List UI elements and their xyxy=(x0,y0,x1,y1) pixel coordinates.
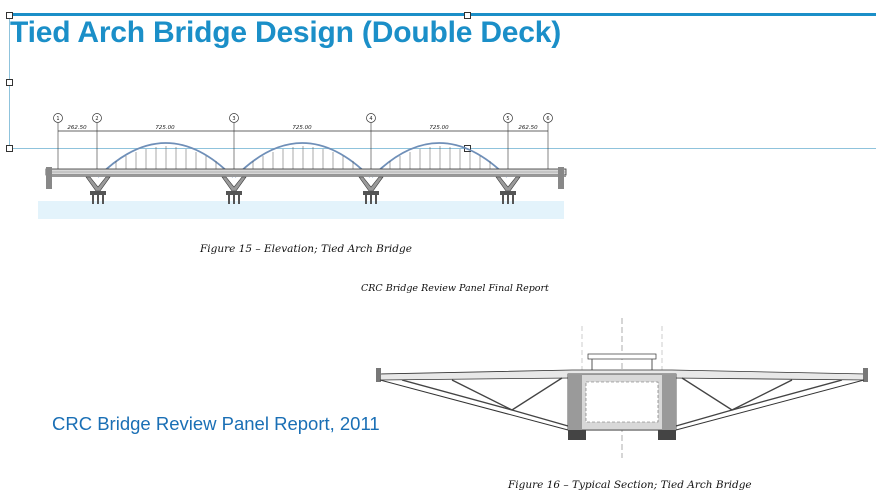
abutment-right xyxy=(558,167,564,189)
pier-label: 2 xyxy=(95,116,98,122)
pier-label: 5 xyxy=(506,116,509,122)
resize-handle-bottom-left[interactable] xyxy=(6,145,13,152)
pier-grid xyxy=(57,123,549,169)
pier-label: 1 xyxy=(56,116,59,122)
pier-marker xyxy=(503,113,513,123)
span-dimension: 725.00 xyxy=(155,125,175,131)
span-dimension: 725.00 xyxy=(292,125,312,131)
pier-marker xyxy=(92,113,102,123)
bridge-elevation-drawing[interactable]: 1 2 3 4 5 6 262.50 725.00 725.00 725.00 … xyxy=(36,105,572,223)
resize-handle-top-left[interactable] xyxy=(6,12,13,19)
pier-marker xyxy=(229,113,239,123)
resize-handle-top-center[interactable] xyxy=(464,12,471,19)
water-area xyxy=(38,201,564,219)
pier-marker xyxy=(53,113,63,123)
v-piers xyxy=(85,176,521,192)
arch-ribs xyxy=(97,142,508,178)
source-credit[interactable]: CRC Bridge Review Panel Report, 2011 xyxy=(52,413,380,434)
abutment-left xyxy=(46,167,52,189)
bridge-typical-section-drawing[interactable] xyxy=(372,318,876,458)
pier-label: 6 xyxy=(546,116,549,122)
span-dimension: 725.00 xyxy=(429,125,449,131)
pier-marker xyxy=(366,113,376,123)
pier-foundations xyxy=(90,191,516,204)
figure-16-caption: Figure 16 – Typical Section; Tied Arch B… xyxy=(508,479,752,491)
pier-marker xyxy=(543,113,553,123)
figure-15-caption: Figure 15 – Elevation; Tied Arch Bridge xyxy=(200,243,412,255)
span-dimension: 262.50 xyxy=(518,125,538,131)
title-accent-rule xyxy=(8,13,876,16)
arch-hangers xyxy=(115,146,491,169)
pier-label: 3 xyxy=(232,116,235,122)
pier-label: 4 xyxy=(369,116,372,122)
diagonal-struts xyxy=(401,377,843,427)
bearings xyxy=(568,430,676,440)
resize-handle-middle-left[interactable] xyxy=(6,79,13,86)
report-header: CRC Bridge Review Panel Final Report xyxy=(361,283,549,294)
upper-rail-deck xyxy=(587,353,657,360)
span-dimension: 262.50 xyxy=(67,125,87,131)
slide-title[interactable]: Tied Arch Bridge Design (Double Deck) xyxy=(10,16,562,49)
